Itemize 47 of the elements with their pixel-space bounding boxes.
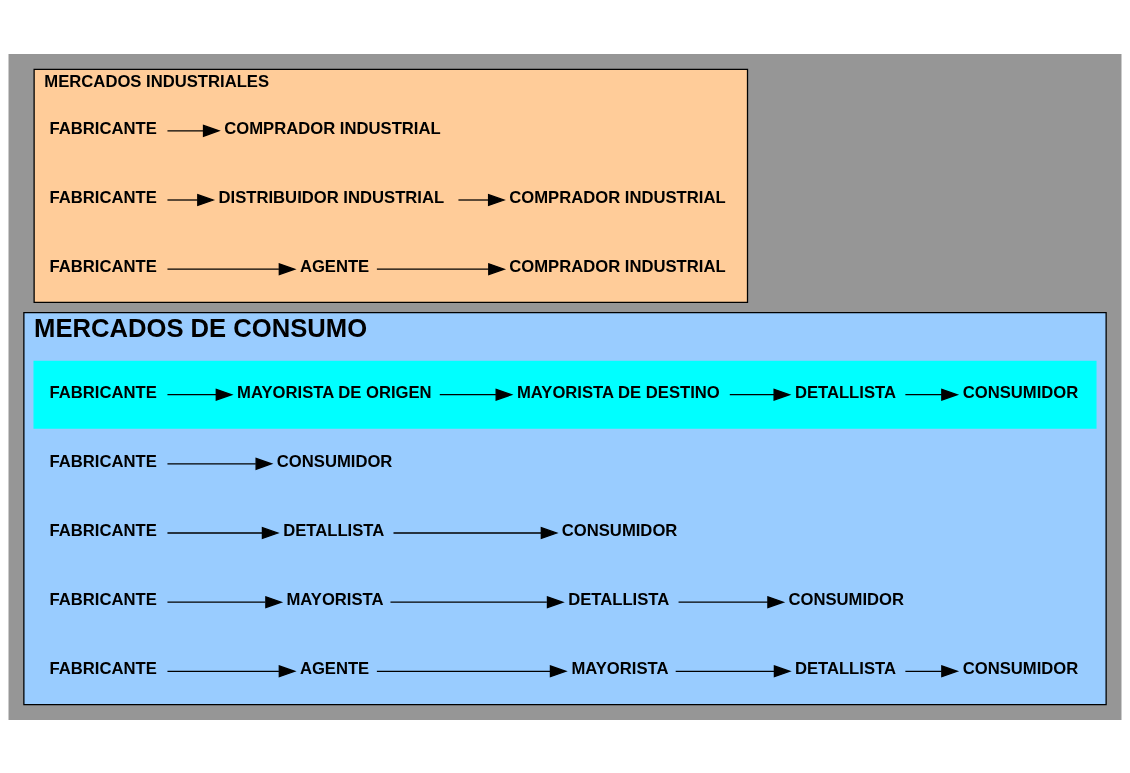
arrow	[675, 664, 792, 678]
arrow	[457, 193, 506, 206]
arrow	[166, 664, 297, 678]
arrow	[677, 595, 786, 608]
node-text: CONSUMIDOR	[276, 451, 393, 471]
arrow	[166, 124, 221, 137]
node-text: FABRICANTE	[49, 256, 157, 276]
node-text: FABRICANTE	[49, 520, 157, 540]
node-text: CONSUMIDOR	[962, 658, 1079, 678]
node-text: CONSUMIDOR	[561, 520, 678, 540]
node-text: FABRICANTE	[49, 118, 157, 138]
node-text: MAYORISTA DE DESTINO	[516, 382, 720, 402]
node-text: DETALLISTA	[794, 382, 896, 402]
node-text: CONSUMIDOR	[962, 382, 1079, 402]
arrow	[166, 193, 216, 206]
arrow	[904, 664, 960, 678]
arrow	[439, 387, 514, 401]
arrow	[166, 595, 284, 608]
node-text: DISTRIBUIDOR INDUSTRIAL	[218, 187, 445, 207]
node-text: MAYORISTA	[571, 658, 669, 678]
node-text: CONSUMIDOR	[788, 589, 905, 609]
arrow	[166, 526, 280, 539]
node-text: COMPRADOR INDUSTRIAL	[509, 256, 726, 276]
node-text: DETALLISTA	[568, 589, 670, 609]
arrow	[166, 387, 234, 401]
arrow	[389, 595, 565, 608]
node-text: MAYORISTA DE ORIGEN	[237, 382, 432, 402]
node-text: COMPRADOR INDUSTRIAL	[224, 118, 441, 138]
cluster	[33, 360, 1097, 429]
node-text: AGENTE	[299, 256, 370, 276]
arrow	[392, 526, 559, 539]
node-text: DETALLISTA	[794, 658, 896, 678]
node-text: FABRICANTE	[49, 187, 157, 207]
node-text: FABRICANTE	[49, 451, 157, 471]
arrow	[376, 262, 507, 275]
node-text: COMPRADOR INDUSTRIAL	[509, 187, 726, 207]
node-text: FABRICANTE	[49, 382, 157, 402]
arrow	[729, 387, 792, 401]
node-text: MAYORISTA	[286, 589, 384, 609]
arrow	[166, 262, 297, 275]
node-text: DETALLISTA	[283, 520, 385, 540]
arrow	[376, 664, 568, 678]
node-text: AGENTE	[299, 658, 370, 678]
node-text: FABRICANTE	[49, 658, 157, 678]
arrow	[166, 457, 274, 470]
node-text: FABRICANTE	[49, 589, 157, 609]
arrow	[904, 387, 960, 401]
